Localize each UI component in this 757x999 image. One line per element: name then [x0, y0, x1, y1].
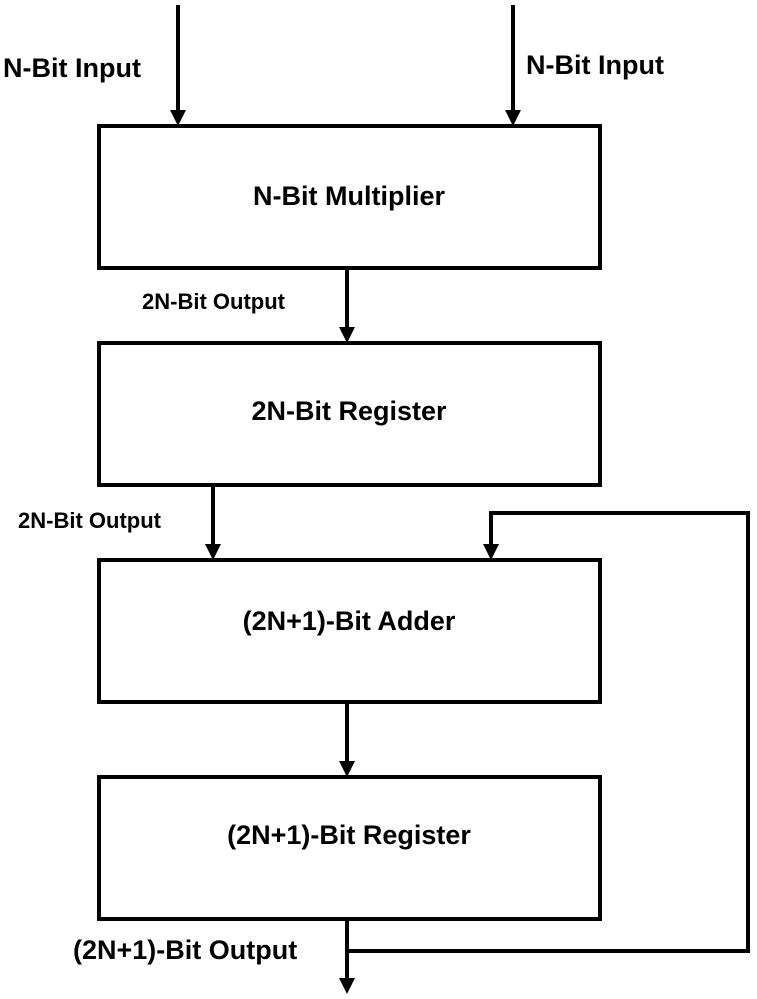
- adder-label: (2N+1)-Bit Adder: [243, 606, 456, 636]
- adder-block: [97, 558, 602, 704]
- input-left-wire: [170, 5, 186, 126]
- final-output-label: (2N+1)-Bit Output: [73, 935, 297, 965]
- feedback-wire: [347, 511, 750, 953]
- multiplier-block: [97, 124, 602, 270]
- register-2n-block: [97, 341, 602, 487]
- register-output-wire: [205, 485, 221, 560]
- final-output-wire: [339, 919, 355, 994]
- input-right-wire: [505, 5, 521, 126]
- register-output-label: 2N-Bit Output: [18, 508, 162, 533]
- register-2n1-block: [97, 775, 602, 921]
- adder-output-wire: [339, 702, 355, 777]
- multiplier-output-label: 2N-Bit Output: [142, 289, 286, 314]
- multiplier-output-wire: [339, 268, 355, 343]
- input-right-label: N-Bit Input: [526, 50, 664, 80]
- register-2n-label: 2N-Bit Register: [251, 396, 447, 426]
- input-left-label: N-Bit Input: [3, 53, 141, 83]
- register-2n1-label: (2N+1)-Bit Register: [227, 820, 471, 850]
- multiplier-label: N-Bit Multiplier: [253, 181, 445, 211]
